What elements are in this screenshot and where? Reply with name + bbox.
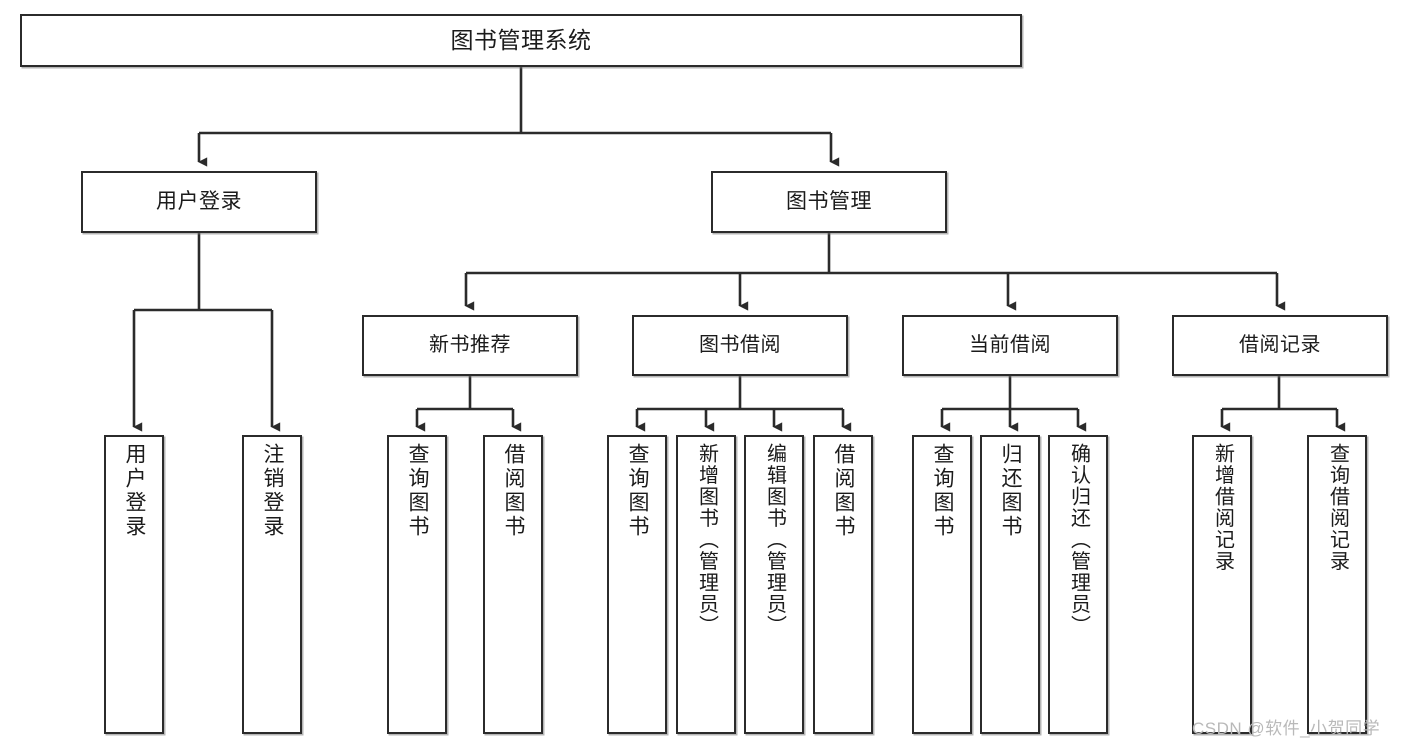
node-leaf-confirm-return-admin-label: 确认归还（管理员） [1067,443,1090,637]
node-root-label: 图书管理系统 [450,26,592,53]
watermark-text: CSDN @软件_小贺同学 [1192,719,1381,738]
node-leaf-borrow-book-2-label: 借阅图书 [832,443,856,539]
node-leaf-user-login-label: 用户登录 [123,443,147,539]
node-book-borrow[interactable]: 图书借阅 [632,315,848,376]
node-leaf-add-borrow-record-label: 新增借阅记录 [1211,443,1234,572]
node-leaf-query-book-1[interactable]: 查询图书 [387,435,447,734]
node-user-login-label: 用户登录 [156,189,242,213]
node-leaf-logout-login-label: 注销登录 [261,443,285,539]
node-book-management-label: 图书管理 [786,189,872,213]
node-leaf-query-book-1-label: 查询图书 [406,443,430,539]
node-leaf-user-login[interactable]: 用户登录 [104,435,164,734]
node-leaf-confirm-return-admin[interactable]: 确认归还（管理员） [1048,435,1108,734]
node-leaf-add-book-admin[interactable]: 新增图书（管理员） [676,435,736,734]
node-leaf-query-book-3[interactable]: 查询图书 [912,435,972,734]
node-leaf-query-borrow-record[interactable]: 查询借阅记录 [1307,435,1367,734]
node-book-borrow-label: 图书借阅 [699,333,781,356]
node-current-borrow-label: 当前借阅 [969,333,1051,356]
node-leaf-query-book-2-label: 查询图书 [626,443,650,539]
node-root[interactable]: 图书管理系统 [20,14,1022,67]
node-book-management[interactable]: 图书管理 [711,171,947,233]
node-leaf-edit-book-admin[interactable]: 编辑图书（管理员） [744,435,804,734]
node-leaf-logout-login[interactable]: 注销登录 [242,435,302,734]
node-user-login[interactable]: 用户登录 [81,171,317,233]
node-leaf-query-borrow-record-label: 查询借阅记录 [1326,443,1349,572]
node-leaf-return-book[interactable]: 归还图书 [980,435,1040,734]
node-new-book-recommend-label: 新书推荐 [429,333,511,356]
node-leaf-query-book-2[interactable]: 查询图书 [607,435,667,734]
node-leaf-query-book-3-label: 查询图书 [931,443,955,539]
node-leaf-edit-book-admin-label: 编辑图书（管理员） [763,443,786,637]
node-leaf-return-book-label: 归还图书 [999,443,1023,539]
node-leaf-borrow-book-1-label: 借阅图书 [502,443,526,539]
node-leaf-add-book-admin-label: 新增图书（管理员） [695,443,718,637]
node-leaf-borrow-book-1[interactable]: 借阅图书 [483,435,543,734]
node-current-borrow[interactable]: 当前借阅 [902,315,1118,376]
node-leaf-borrow-book-2[interactable]: 借阅图书 [813,435,873,734]
node-leaf-add-borrow-record[interactable]: 新增借阅记录 [1192,435,1252,734]
node-new-book-recommend[interactable]: 新书推荐 [362,315,578,376]
node-borrow-record-label: 借阅记录 [1239,333,1321,356]
node-borrow-record[interactable]: 借阅记录 [1172,315,1388,376]
